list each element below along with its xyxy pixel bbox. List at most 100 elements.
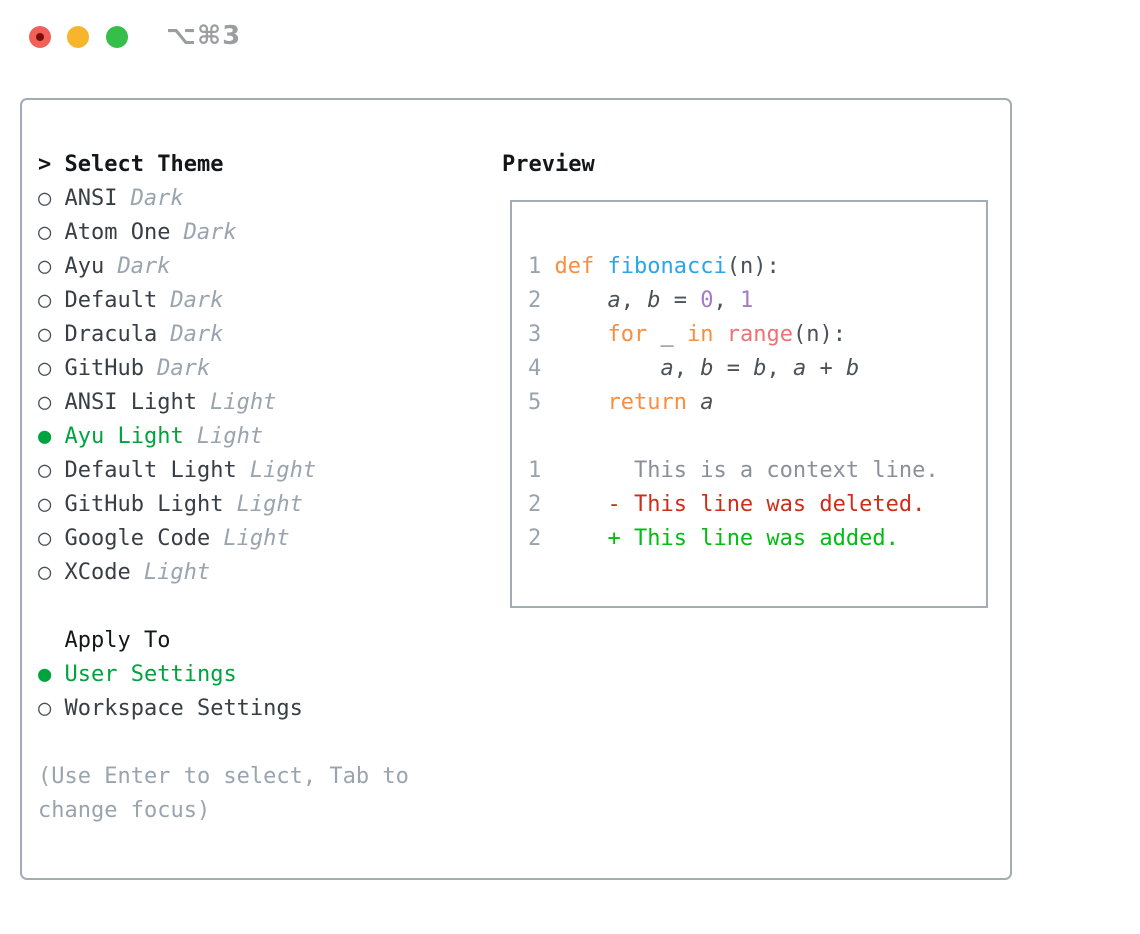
radio-unselected-icon: ○ [38,220,65,245]
code-line-7: 1 This is a context line. [528,454,986,488]
code-token: a [792,356,807,381]
hint-line: change focus) [38,798,211,823]
theme-name: Ayu [64,254,105,279]
radio-selected-icon: ● [38,424,65,449]
theme-name: Dracula [64,322,158,347]
code-token: a [700,390,714,415]
line-number: 5 [528,390,542,415]
code-token: 0 [700,288,714,313]
indent [38,628,65,653]
code-token: This is a context line. [633,458,939,483]
unsaved-dot-icon [36,33,44,41]
line-number: 4 [528,356,542,381]
apply-option-workspace-settings[interactable]: ○ Workspace Settings [38,692,409,726]
theme-name: Ayu Light [64,424,184,449]
radio-unselected-icon: ○ [38,458,65,483]
code-token [541,288,607,313]
code-token [647,322,660,347]
code-line-1: 1 def fibonacci(n): [528,250,986,284]
preview-pane: 1 def fibonacci(n): 2 a, b = 0, 1 3 for _ … [510,200,988,608]
close-button[interactable] [29,26,51,48]
theme-name: GitHub [64,356,144,381]
theme-variant-badge: Dark [117,254,171,279]
theme-list-header: > Select Theme [38,148,409,182]
apply-option-name: User Settings [64,662,237,687]
code-line-3: 3 for _ in range(n): [528,318,986,352]
theme-variant-badge: Dark [130,186,184,211]
code-token: , [713,288,740,313]
code-token [674,322,687,347]
theme-variant-badge: Dark [170,322,224,347]
code-token [541,492,607,517]
theme-variant-badge: Dark [183,220,237,245]
spacer-row [38,590,409,624]
line-number: 2 [528,526,542,551]
theme-option-github[interactable]: ○ GitHub Dark [38,352,409,386]
code-token [541,526,607,551]
code-token: , [620,288,648,313]
line-number: 1 [528,458,542,483]
radio-unselected-icon: ○ [38,356,65,381]
code-token: - This line was deleted. [607,492,926,517]
radio-unselected-icon: ○ [38,560,65,585]
theme-option-github-light[interactable]: ○ GitHub Light Light [38,488,409,522]
radio-unselected-icon: ○ [38,492,65,517]
code-token: = [660,288,701,313]
theme-name: ANSI Light [64,390,197,415]
code-token: + [806,356,846,381]
hint-line: (Use Enter to select, Tab to [38,764,409,789]
code-token: return [607,390,687,415]
code-token: + This line was added. [607,526,899,551]
code-token: , [673,356,701,381]
code-token: = [713,356,754,381]
radio-unselected-icon: ○ [38,390,65,415]
radio-selected-icon: ● [38,662,65,687]
radio-unselected-icon: ○ [38,526,65,551]
code-token [594,254,607,279]
minimize-button[interactable] [67,26,89,48]
code-token: b [845,356,860,381]
theme-name: Google Code [64,526,211,551]
code-line-6 [528,420,986,454]
code-token: b [700,356,714,381]
code-token: b [753,356,767,381]
radio-unselected-icon: ○ [38,288,65,313]
window-titlebar: ⌥⌘3 [0,0,1140,98]
theme-variant-badge: Light [249,458,317,483]
line-number: 2 [528,288,542,313]
theme-name: GitHub Light [64,492,224,517]
zoom-button[interactable] [106,26,128,48]
spacer-row [38,726,409,760]
theme-option-ayu[interactable]: ○ Ayu Dark [38,250,409,284]
theme-variant-badge: Dark [170,288,224,313]
theme-variant-badge: Light [236,492,303,517]
radio-unselected-icon: ○ [38,254,65,279]
theme-option-ansi-light[interactable]: ○ ANSI Light Light [38,386,409,420]
theme-variant-badge: Light [143,560,211,585]
apply-to-title: Apply To [64,628,171,653]
line-number: 1 [528,254,542,279]
code-token [541,458,634,483]
theme-variant-badge: Light [210,390,277,415]
apply-option-user-settings[interactable]: ● User Settings [38,658,409,692]
theme-variant-badge: Dark [157,356,211,381]
apply-to-header: Apply To [38,624,409,658]
code-token [687,390,700,415]
code-line-5: 5 return a [528,386,986,420]
code-token: fibonacci [607,254,727,279]
radio-unselected-icon: ○ [38,696,65,721]
preview-header: Preview [502,152,595,177]
code-token: a [607,288,621,313]
prompt-icon: > [38,152,65,177]
code-line-9: 2 + This line was added. [528,522,986,556]
